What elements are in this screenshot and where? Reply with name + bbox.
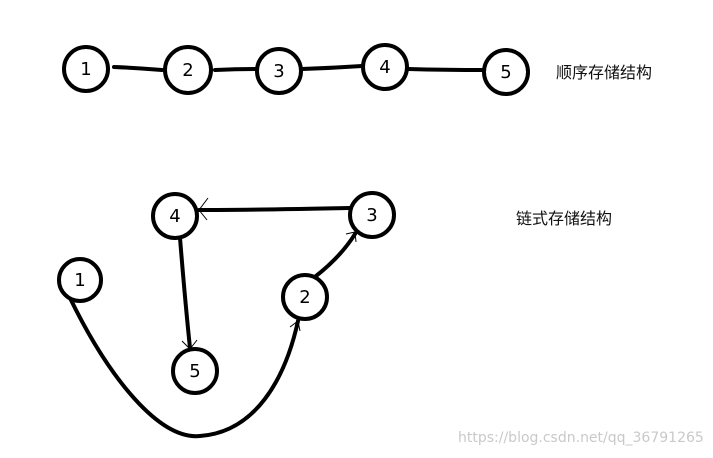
link-edge-4-5 <box>178 236 192 350</box>
link-node-1: 1 <box>57 257 103 303</box>
sequential-edges <box>112 64 486 72</box>
link-node-4-label: 4 <box>169 206 180 227</box>
sequential-storage-caption: 顺序存储结构 <box>556 63 653 82</box>
arrowhead-into-4 <box>198 197 209 221</box>
seq-edge-2-3 <box>213 67 259 72</box>
link-node-5-label: 5 <box>189 361 200 382</box>
link-edge-3-4 <box>197 206 352 212</box>
seq-node-2: 2 <box>163 45 213 95</box>
linked-arrowheads <box>181 197 357 350</box>
seq-node-1-label: 1 <box>80 59 91 80</box>
link-node-1-label: 1 <box>74 270 85 291</box>
seq-node-1: 1 <box>62 45 110 93</box>
seq-node-5-label: 5 <box>500 62 511 83</box>
seq-edge-4-5 <box>406 67 486 72</box>
link-node-2: 2 <box>281 273 329 321</box>
link-node-4: 4 <box>151 192 199 240</box>
watermark: https://blog.csdn.net/qq_36791265 <box>458 430 704 446</box>
link-node-2-label: 2 <box>299 287 310 308</box>
seq-node-2-label: 2 <box>182 60 193 81</box>
seq-node-5: 5 <box>482 48 530 96</box>
link-edge-1-2 <box>68 296 300 439</box>
linked-edges <box>68 206 357 439</box>
link-node-3: 3 <box>348 191 396 239</box>
seq-edge-3-4 <box>300 64 364 71</box>
seq-node-3-label: 3 <box>273 61 284 82</box>
linked-storage-caption: 链式存储结构 <box>516 209 613 228</box>
seq-node-4: 4 <box>361 43 409 91</box>
seq-edge-1-2 <box>112 65 164 72</box>
arrowhead-into-2 <box>289 320 301 332</box>
arrowhead-into-3 <box>345 231 357 243</box>
seq-node-3: 3 <box>255 47 303 95</box>
link-node-5: 5 <box>171 347 219 395</box>
seq-node-4-label: 4 <box>379 57 390 78</box>
link-edge-2-3 <box>314 232 357 278</box>
link-node-3-label: 3 <box>366 205 377 226</box>
